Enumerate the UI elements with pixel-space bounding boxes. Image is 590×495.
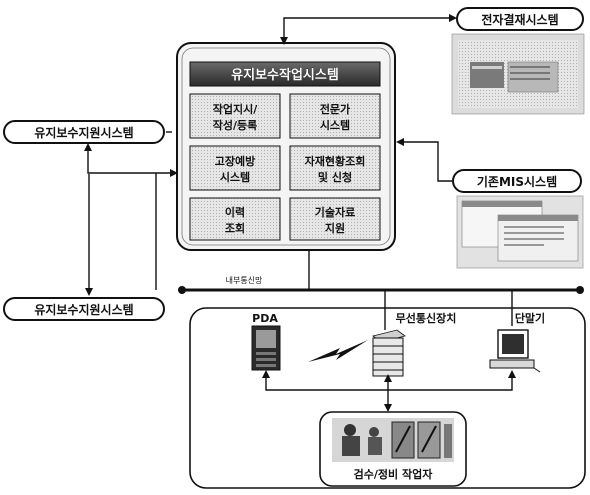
module-label-line: 전문가 (320, 102, 350, 116)
device-links (262, 370, 516, 412)
module-tech-data (289, 197, 381, 241)
link-mis (396, 138, 452, 182)
worker-label: 검수/정비 작업자 (354, 467, 434, 481)
main-system-banner: 유지보수작업시스템 (189, 61, 381, 87)
worker-photo-image (332, 418, 454, 462)
support-system-bottom-label: 유지보수지원시스템 (34, 302, 133, 317)
support-system-bottom: 유지보수지원시스템 (3, 297, 165, 321)
pda-icon (251, 325, 281, 371)
module-label-line: 지원 (325, 221, 345, 235)
terminal-device: 단말기 (489, 311, 545, 373)
connectors (84, 14, 457, 296)
bus-drops (384, 290, 513, 330)
wireless-label: 무선통신장치 (396, 311, 457, 325)
mis-screenshot-image (456, 195, 584, 269)
module-label-line: 및 신청 (318, 170, 352, 184)
module-work-order (189, 93, 281, 139)
wireless-link-icon (308, 340, 368, 362)
worker-area: 검수/정비 작업자 (319, 411, 467, 487)
existing-mis-label: 기존MIS시스템 (477, 174, 557, 189)
internal-network-label: 내부통신망 (226, 275, 263, 285)
module-label-line: 고장예방 (215, 154, 255, 168)
module-label-line: 이력 (225, 205, 245, 219)
support-system-top: 유지보수지원시스템 (3, 120, 165, 144)
link-support-top-arrows (84, 143, 178, 177)
support-system-top-label: 유지보수지원시스템 (34, 125, 133, 140)
main-system-title: 유지보수작업시스템 (231, 67, 339, 83)
existing-mis-system: 기존MIS시스템 (452, 169, 584, 269)
internal-network-bus: 내부통신망 (178, 275, 584, 294)
link-payment (280, 14, 457, 45)
module-label-line: 작업지시/ (213, 102, 258, 116)
module-label-line: 작성/등록 (213, 118, 258, 132)
module-label-line: 시스템 (220, 170, 250, 184)
module-label-line: 자재현황조회 (305, 154, 366, 168)
module-label-line: 시스템 (320, 118, 350, 132)
electronic-payment-label: 전자결재시스템 (481, 12, 558, 27)
module-history (189, 197, 281, 241)
terminal-icon (489, 329, 541, 373)
module-expert-system (289, 93, 381, 139)
wireless-device: 무선통신장치 (372, 311, 457, 377)
payment-screenshot-image (451, 33, 585, 115)
module-grid: 작업지시/ 작성/등록 전문가 시스템 고장예방 시스템 자재현황조회 및 신청… (189, 93, 381, 241)
electronic-payment-system: 전자결재시스템 (451, 7, 585, 115)
module-label-line: 조회 (225, 221, 245, 235)
module-failure-prevention (189, 145, 281, 191)
module-material-status (289, 145, 381, 191)
pda-label: PDA (252, 312, 278, 325)
module-label-line: 기술자료 (315, 205, 355, 219)
pda-device: PDA (251, 312, 281, 371)
wireless-device-icon (372, 329, 406, 377)
terminal-label: 단말기 (515, 311, 545, 325)
